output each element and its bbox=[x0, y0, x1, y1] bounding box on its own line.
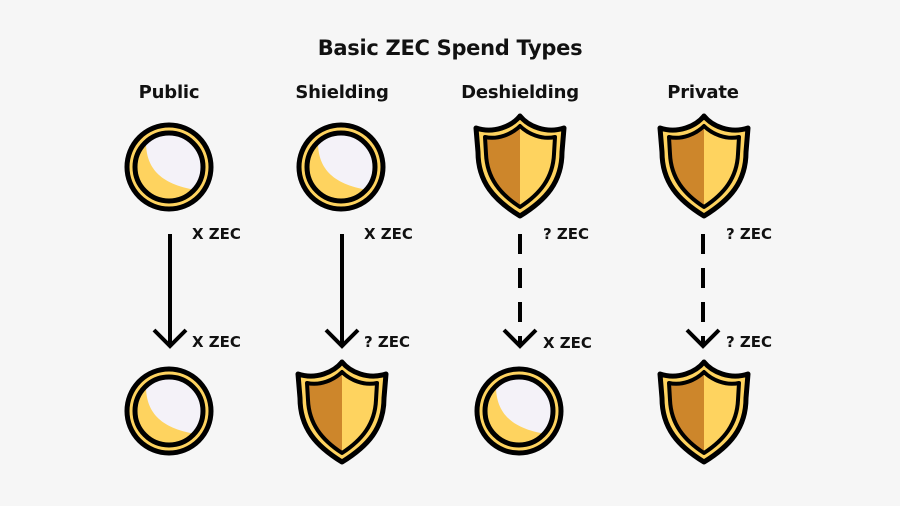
to-amount: X ZEC bbox=[192, 333, 241, 351]
to-amount: X ZEC bbox=[543, 334, 592, 352]
solid-arrow-icon bbox=[322, 234, 362, 350]
from-amount: ? ZEC bbox=[726, 225, 773, 243]
shield-icon bbox=[656, 112, 752, 220]
to-amount: ? ZEC bbox=[726, 333, 773, 351]
column-label-shielding: Shielding bbox=[295, 82, 389, 103]
solid-arrow-icon bbox=[150, 234, 190, 350]
column-label-deshielding: Deshielding bbox=[461, 82, 579, 103]
to-amount: ? ZEC bbox=[364, 333, 411, 351]
diagram-title: Basic ZEC Spend Types bbox=[317, 36, 583, 60]
from-amount: X ZEC bbox=[192, 225, 241, 243]
dashed-arrow-icon bbox=[683, 234, 723, 350]
column-label-public: Public bbox=[138, 82, 200, 103]
shield-icon bbox=[472, 112, 568, 220]
coin-icon bbox=[124, 122, 214, 212]
coin-icon bbox=[474, 366, 564, 456]
from-amount: X ZEC bbox=[364, 225, 413, 243]
coin-icon bbox=[124, 366, 214, 456]
shield-icon bbox=[294, 358, 390, 466]
from-amount: ? ZEC bbox=[543, 225, 590, 243]
shield-icon bbox=[656, 358, 752, 466]
column-label-private: Private bbox=[667, 82, 739, 103]
dashed-arrow-icon bbox=[500, 234, 540, 350]
coin-icon bbox=[296, 122, 386, 212]
